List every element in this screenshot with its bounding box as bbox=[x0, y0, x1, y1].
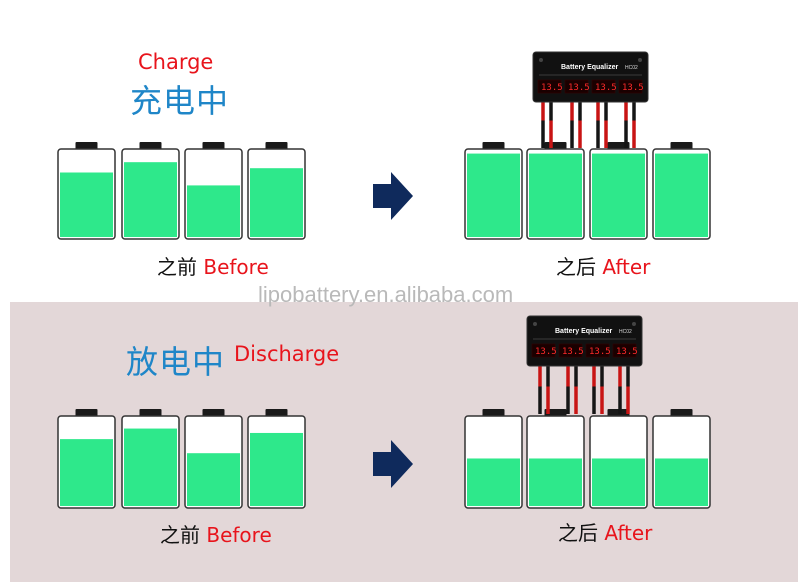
discharge-before-label: 之前 Before bbox=[160, 519, 272, 548]
charge-before-label: 之前 Before bbox=[157, 251, 269, 280]
charge-arrow-icon bbox=[373, 172, 413, 220]
battery-terminal bbox=[139, 409, 162, 417]
battery-terminal bbox=[202, 409, 225, 417]
mount-hole bbox=[533, 322, 537, 326]
battery-charge-level bbox=[592, 153, 645, 237]
battery-terminal bbox=[482, 142, 505, 150]
equalizer-model: HC02 bbox=[625, 65, 638, 71]
discharge-title-en: Discharge bbox=[234, 342, 340, 366]
charge-after-label: 之后 After bbox=[556, 251, 650, 280]
voltage-display bbox=[564, 79, 589, 94]
discharge-after-battery bbox=[526, 409, 585, 509]
battery-charge-level bbox=[124, 428, 177, 506]
charge-before-en: Before bbox=[203, 255, 269, 279]
voltage-display bbox=[537, 79, 562, 94]
discharge-after-battery bbox=[652, 409, 711, 509]
charge-before-battery bbox=[184, 142, 243, 240]
battery-terminal bbox=[607, 142, 630, 150]
charge-before-zh: 之前 bbox=[157, 255, 197, 279]
equalizer-title: Battery Equalizer bbox=[555, 328, 612, 335]
battery-charge-level bbox=[529, 153, 582, 237]
battery-terminal bbox=[482, 409, 505, 417]
discharge-equalizer-wires bbox=[538, 364, 630, 414]
charge-after-en: After bbox=[602, 255, 651, 279]
equalizer-title: Battery Equalizer bbox=[561, 64, 618, 71]
voltage-display bbox=[612, 343, 637, 358]
discharge-title-zh: 放电中 bbox=[126, 343, 226, 381]
voltage-reading: 13.5 bbox=[568, 83, 590, 93]
charge-before-battery bbox=[121, 142, 180, 240]
voltage-display bbox=[585, 343, 610, 358]
voltage-reading: 13.5 bbox=[595, 83, 617, 93]
voltage-reading: 13.5 bbox=[589, 347, 611, 357]
voltage-display bbox=[618, 79, 643, 94]
battery-charge-level bbox=[655, 458, 708, 506]
battery-terminal bbox=[544, 409, 567, 417]
battery-terminal bbox=[75, 142, 98, 150]
voltage-reading: 13.5 bbox=[541, 83, 563, 93]
charge-before-battery bbox=[57, 142, 116, 240]
discharge-after-battery bbox=[589, 409, 648, 509]
discharge-battery-equalizer: Battery Equalizer HC02 13.5 13.5 13.5 13.5 bbox=[526, 315, 643, 367]
mount-hole bbox=[632, 322, 636, 326]
discharge-after-battery bbox=[464, 409, 523, 509]
equalizer-housing bbox=[526, 315, 643, 367]
battery-charge-level bbox=[250, 168, 303, 237]
battery-terminal bbox=[265, 142, 288, 150]
charge-after-battery bbox=[652, 142, 711, 240]
charge-title-en: Charge bbox=[138, 50, 214, 74]
charge-after-battery bbox=[464, 142, 523, 240]
battery-terminal bbox=[265, 409, 288, 417]
equalizer-model: HC02 bbox=[619, 329, 632, 335]
voltage-reading: 13.5 bbox=[562, 347, 584, 357]
voltage-reading: 13.5 bbox=[535, 347, 557, 357]
discharge-before-battery bbox=[121, 409, 180, 509]
battery-terminal bbox=[670, 142, 693, 150]
discharge-after-zh: 之后 bbox=[558, 521, 598, 545]
battery-terminal bbox=[139, 142, 162, 150]
battery-terminal bbox=[75, 409, 98, 417]
battery-terminal bbox=[202, 142, 225, 150]
discharge-before-battery bbox=[184, 409, 243, 509]
watermark: lipobattery.en.alibaba.com bbox=[258, 282, 514, 307]
battery-charge-level bbox=[60, 172, 113, 237]
battery-charge-level bbox=[529, 458, 582, 506]
voltage-display bbox=[558, 343, 583, 358]
discharge-after-label: 之后 After bbox=[558, 517, 652, 546]
discharge-before-battery bbox=[247, 409, 306, 509]
battery-charge-level bbox=[592, 458, 645, 506]
battery-terminal bbox=[670, 409, 693, 417]
voltage-display bbox=[591, 79, 616, 94]
voltage-display bbox=[531, 343, 556, 358]
battery-charge-level bbox=[250, 432, 303, 506]
discharge-before-battery bbox=[57, 409, 116, 509]
mount-hole bbox=[638, 58, 642, 62]
equalizer-housing bbox=[532, 51, 649, 103]
charge-after-battery bbox=[589, 142, 648, 240]
mount-hole bbox=[539, 58, 543, 62]
charge-before-battery bbox=[247, 142, 306, 240]
discharge-arrow-icon bbox=[373, 440, 413, 488]
discharge-after-en: After bbox=[604, 521, 653, 545]
charge-battery-equalizer: Battery Equalizer HC02 13.5 13.5 13.5 13.5 bbox=[532, 51, 649, 103]
battery-charge-level bbox=[655, 153, 708, 237]
discharge-before-zh: 之前 bbox=[160, 523, 200, 547]
battery-charge-level bbox=[467, 153, 520, 237]
battery-charge-level bbox=[124, 162, 177, 237]
discharge-before-en: Before bbox=[206, 523, 272, 547]
charge-after-battery bbox=[526, 142, 585, 240]
battery-charge-level bbox=[187, 185, 240, 237]
charge-title-zh: 充电中 bbox=[130, 82, 230, 120]
voltage-reading: 13.5 bbox=[616, 347, 638, 357]
charge-after-zh: 之后 bbox=[556, 255, 596, 279]
voltage-reading: 13.5 bbox=[622, 83, 644, 93]
battery-charge-level bbox=[187, 453, 240, 506]
charge-equalizer-wires bbox=[541, 98, 636, 148]
battery-charge-level bbox=[467, 458, 520, 506]
battery-charge-level bbox=[60, 439, 113, 506]
